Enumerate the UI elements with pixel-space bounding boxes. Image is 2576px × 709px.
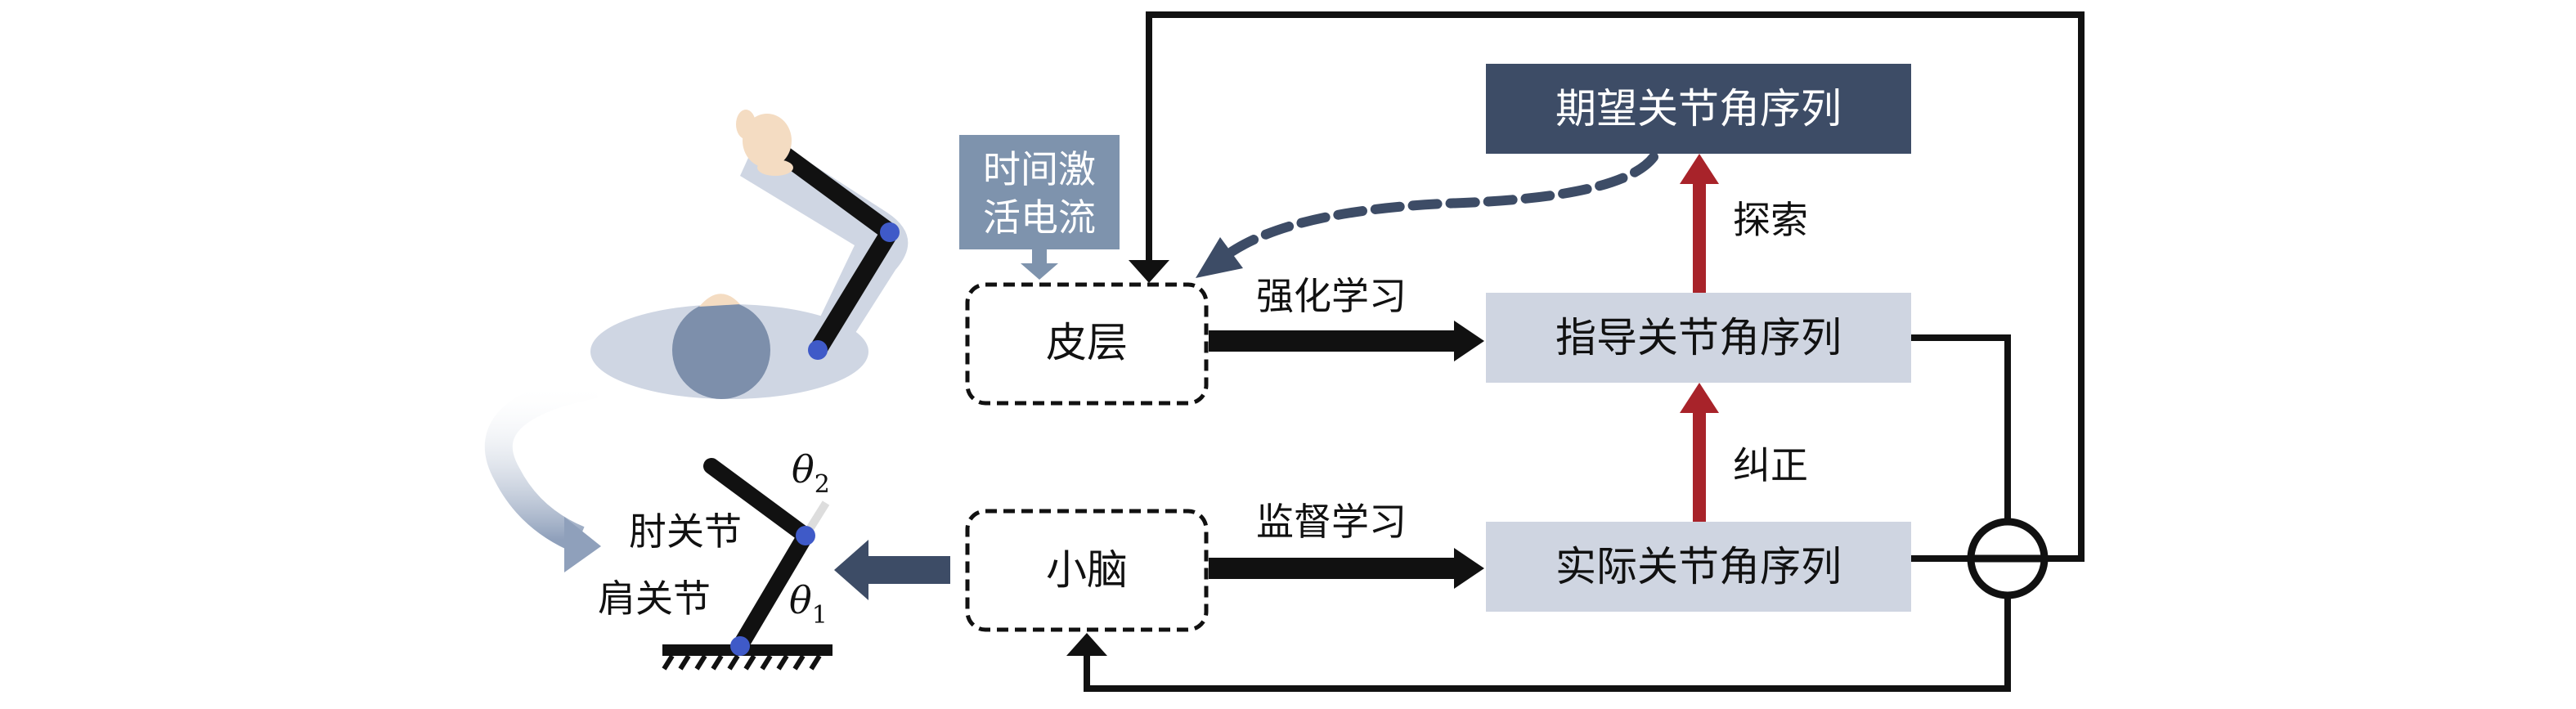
desired-to-cortex-dashed-arrow bbox=[1196, 152, 1658, 278]
shoulder-dot bbox=[808, 340, 828, 360]
time-activation-line2: 活电流 bbox=[983, 195, 1096, 240]
reinforcement-learning-arrow: 强化学习 bbox=[1209, 274, 1484, 361]
ground-hatch bbox=[662, 654, 822, 671]
bottom-feedback-line bbox=[1084, 593, 2011, 692]
explore-arrow: 探索 bbox=[1680, 154, 1808, 293]
elbow-joint-label: 肘关节 bbox=[629, 509, 742, 554]
arm-highlight bbox=[740, 131, 909, 360]
supervised-learning-label: 监督学习 bbox=[1256, 500, 1407, 544]
correct-label: 纠正 bbox=[1733, 443, 1808, 487]
cortex-label: 皮层 bbox=[1046, 319, 1128, 366]
cerebellum-label: 小脑 bbox=[1046, 546, 1128, 594]
model-elbow-dot bbox=[796, 526, 815, 545]
elbow-dot bbox=[880, 222, 900, 242]
desired-joint-sequence-box: 期望关节角序列 bbox=[1486, 64, 1911, 154]
theta2-label: θ2 bbox=[792, 447, 830, 499]
head-arm-illustration bbox=[590, 110, 909, 399]
top-feedback-line bbox=[1146, 11, 2085, 562]
model-shoulder-dot bbox=[730, 636, 750, 656]
upper-arm bbox=[809, 223, 899, 359]
shoulder-joint-label: 肩关节 bbox=[598, 577, 711, 621]
actual-joint-sequence-box: 实际关节角序列 bbox=[1486, 522, 1911, 612]
forearm bbox=[776, 146, 899, 241]
head-icon bbox=[672, 294, 770, 399]
feedback-loop bbox=[1066, 11, 2085, 692]
hand-icon bbox=[736, 110, 793, 176]
reinforcement-learning-label: 强化学习 bbox=[1256, 274, 1407, 318]
cortex-box: 皮层 bbox=[965, 282, 1209, 406]
guided-joint-sequence-label: 指导关节角序列 bbox=[1555, 314, 1842, 361]
transition-curve-arrow bbox=[484, 370, 601, 572]
time-activation-line1: 时间激 bbox=[983, 147, 1096, 191]
guided-to-comparator-line bbox=[1911, 334, 2011, 524]
theta1-label: θ1 bbox=[789, 578, 828, 630]
time-activation-current-box: 时间激 活电流 bbox=[959, 135, 1120, 280]
supervised-learning-arrow: 监督学习 bbox=[1209, 500, 1484, 589]
desired-joint-sequence-label: 期望关节角序列 bbox=[1555, 85, 1842, 132]
cerebellum-to-arm-arrow bbox=[834, 540, 950, 600]
model-upper-arm bbox=[732, 527, 814, 654]
cerebellum-box: 小脑 bbox=[965, 509, 1209, 632]
correct-arrow: 纠正 bbox=[1680, 383, 1808, 522]
comparator-icon bbox=[1967, 518, 2049, 599]
explore-label: 探索 bbox=[1733, 198, 1808, 242]
model-forearm bbox=[703, 458, 814, 544]
actual-joint-sequence-label: 实际关节角序列 bbox=[1555, 543, 1842, 590]
guided-joint-sequence-box: 指导关节角序列 bbox=[1486, 293, 1911, 383]
arm-model: 肘关节 肩关节 θ2 θ1 bbox=[598, 447, 832, 671]
